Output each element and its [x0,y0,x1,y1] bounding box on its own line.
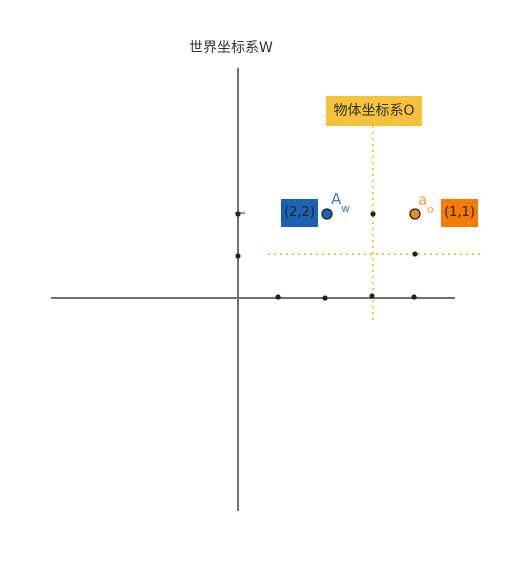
world-frame-title: 世界坐标系W [189,40,273,56]
object-tag-bg [326,96,422,126]
point-b-label: a [418,191,428,209]
point-b-marker [409,208,421,220]
object-x-dot-1 [412,251,418,257]
world-x-dot-2 [322,295,328,301]
point-a-tag-bg [281,199,318,227]
world-y-dot-1 [235,253,241,259]
point-a-marker [321,208,333,220]
point-a-coords: (2,2) [284,205,315,220]
world-y-dot-2 [235,211,241,217]
object-y-dot-1 [370,211,376,217]
point-b-tag-bg [441,199,478,227]
object-frame-title: 物体坐标系O [333,103,415,119]
world-x-dot-4 [411,294,417,300]
point-a-subscript: w [341,202,350,215]
world-x-dot-1 [275,294,281,300]
point-a-label: A [331,190,342,208]
object-origin-dot [369,293,375,299]
point-b-subscript: o [427,203,434,216]
point-b-coords: (1,1) [444,205,475,220]
